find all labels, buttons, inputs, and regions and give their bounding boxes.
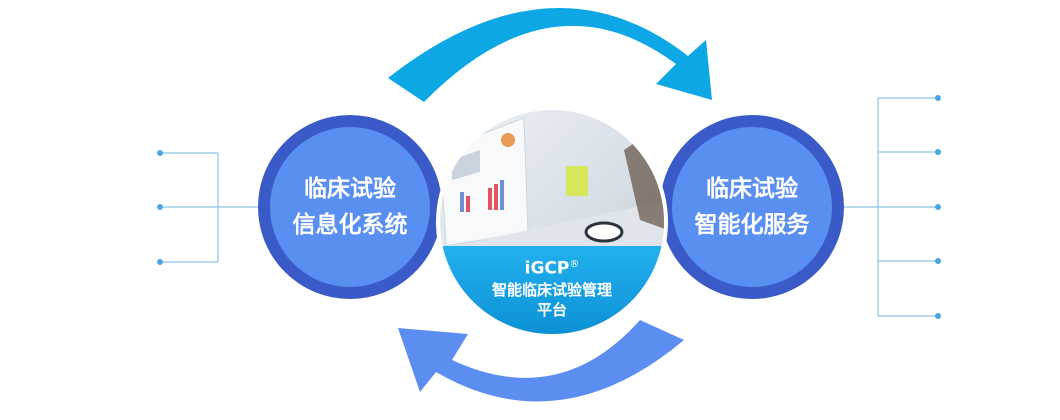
right-service-circle [660, 115, 844, 299]
left-system-label: 临床试验 信息化系统 [270, 171, 430, 243]
connector-dot [935, 95, 941, 101]
platform-brand-line: iGCP® [462, 254, 642, 280]
connector-dot [935, 149, 941, 155]
top-arrow-shape [388, 7, 712, 102]
left-connector-dots [157, 150, 163, 265]
center-platform-label: iGCP® 智能临床试验管理 平台 [462, 254, 642, 320]
bottom-cycle-arrow [398, 320, 684, 402]
connector-dot [157, 204, 163, 210]
connector-dot [157, 150, 163, 156]
connector-dot [935, 313, 941, 319]
right-circle-inner [672, 127, 832, 287]
platform-brand: iGCP [524, 258, 570, 279]
bottom-arrow-shape [398, 320, 684, 402]
left-system-circle [258, 115, 442, 299]
right-service-line2: 智能化服务 [694, 212, 810, 238]
right-connectors [840, 97, 938, 317]
top-cycle-arrow [388, 7, 712, 102]
center-platform-circle [436, 106, 668, 338]
connector-dot [935, 258, 941, 264]
connector-dot [157, 259, 163, 265]
right-connector-dots [935, 95, 941, 319]
left-system-line1: 临床试验 [304, 176, 396, 202]
left-connectors [160, 152, 262, 263]
platform-name-line1: 智能临床试验管理 [491, 280, 612, 299]
connector-dot [935, 204, 941, 210]
right-service-line1: 临床试验 [706, 176, 798, 202]
right-service-label: 临床试验 智能化服务 [672, 171, 832, 243]
left-system-line2: 信息化系统 [292, 212, 408, 238]
left-circle-inner [270, 127, 430, 287]
platform-name-line2: 平台 [536, 300, 567, 319]
registered-mark: ® [569, 259, 580, 270]
